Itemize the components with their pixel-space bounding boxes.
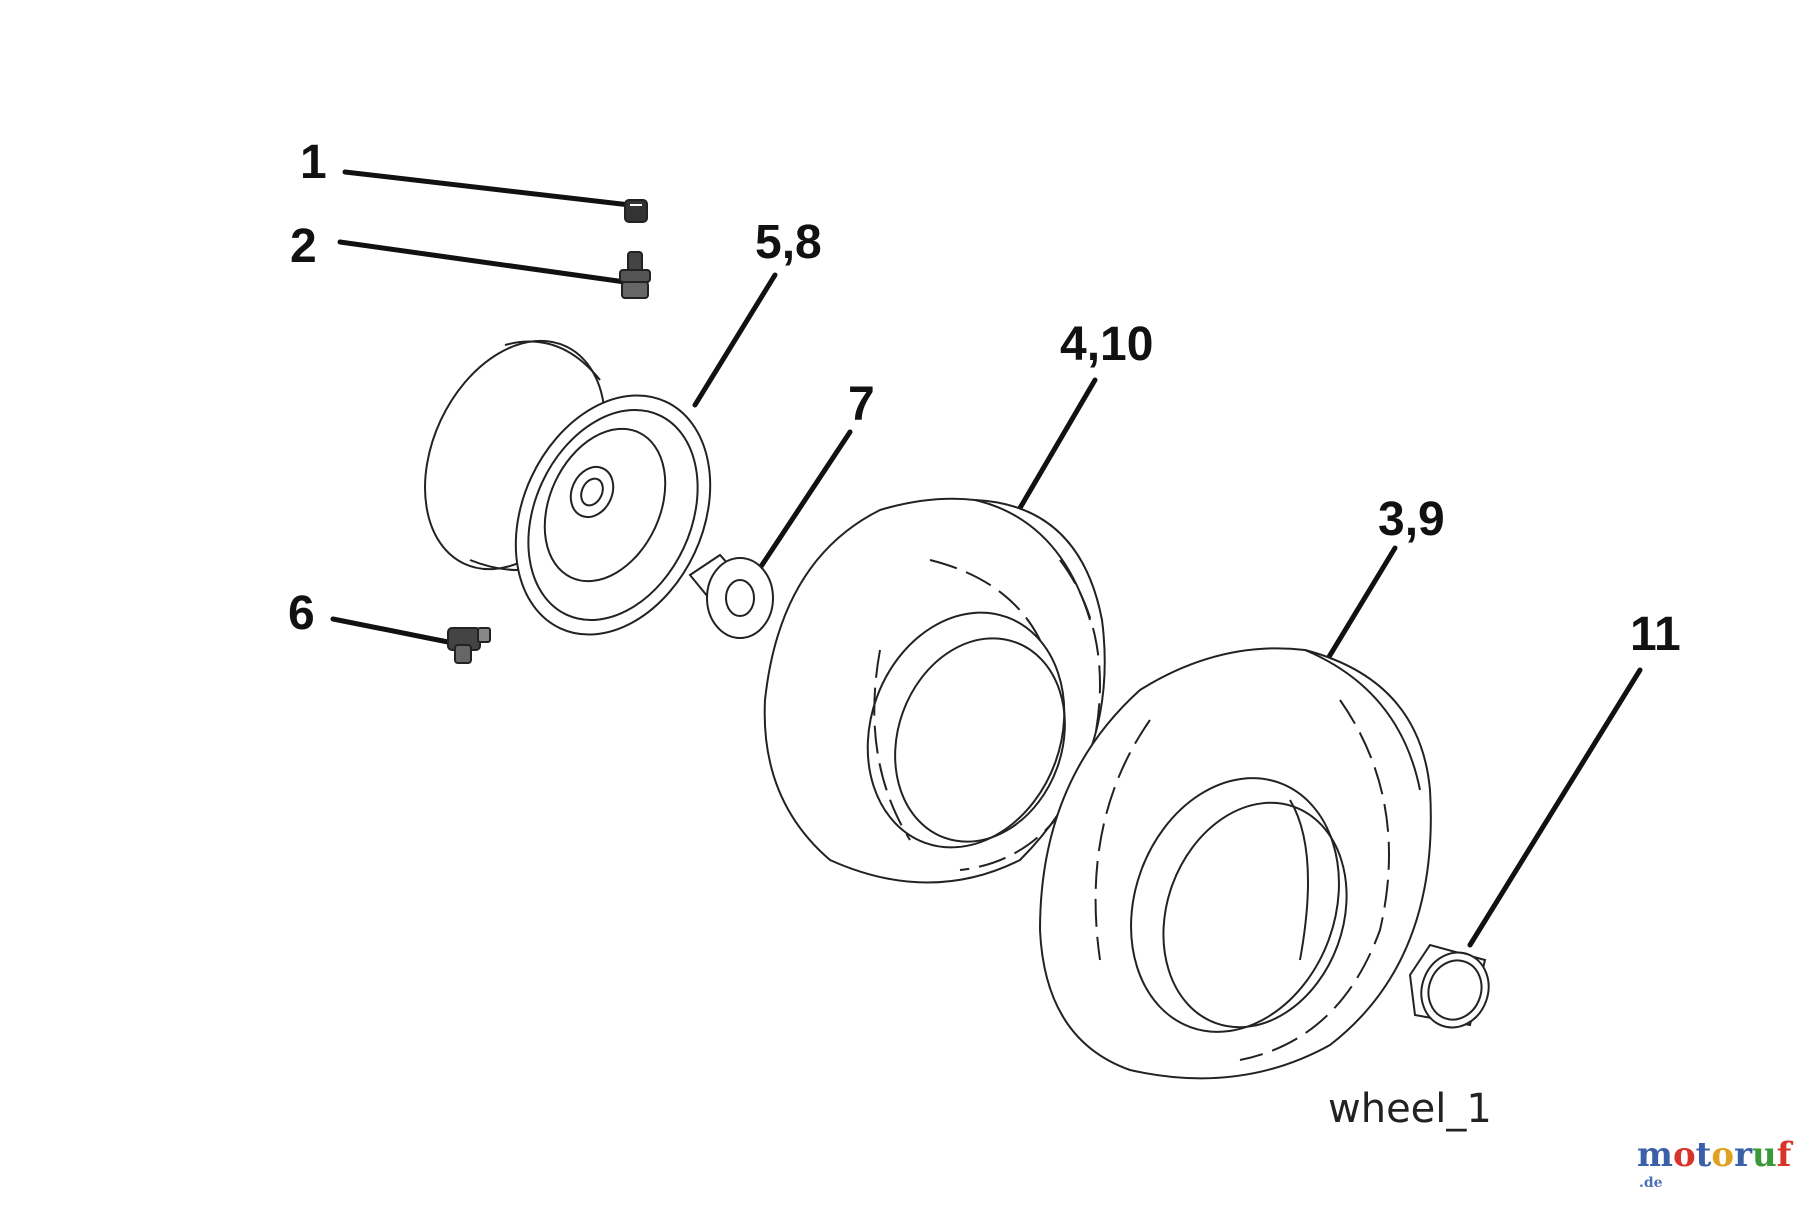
valve-stem-part [619,251,651,299]
watermark-suffix: .de [1639,1175,1663,1191]
callout-4-10: 4,10 [1060,318,1153,371]
diagram-caption: wheel_1 [1328,1086,1492,1132]
watermark-letter: u [1752,1135,1777,1175]
hub-cap-part [1408,943,1490,1029]
watermark-letter: o [1711,1135,1735,1175]
callout-3-9: 3,9 [1378,493,1445,546]
watermark-letter: t [1695,1135,1712,1175]
callout-2: 2 [290,220,317,273]
watermark-letter: r [1734,1135,1752,1175]
watermark-letter: m [1637,1135,1673,1175]
tire-rear-part [1038,647,1432,1080]
leader-4-10 [1017,377,1098,511]
valve-cap-part [624,199,648,223]
valve-part [447,627,491,664]
leader-2 [337,239,628,285]
rim-part [424,339,712,636]
leader-7 [757,429,853,571]
tire-front-part [763,497,1106,884]
bushing-part [688,553,774,639]
callout-7: 7 [848,378,875,431]
leader-5-8 [692,272,778,408]
watermark-letter: o [1672,1135,1696,1175]
callout-1: 1 [300,136,327,189]
leader-3-9 [1315,545,1398,678]
watermark-letter: f [1776,1135,1792,1175]
callout-6: 6 [288,587,315,640]
leader-11 [1467,667,1643,948]
site-watermark-logo: motoruf .de [1637,1135,1800,1215]
callout-5-8: 5,8 [755,216,822,269]
callout-11: 11 [1630,608,1681,661]
leader-6 [330,616,451,645]
leader-1 [342,169,633,208]
